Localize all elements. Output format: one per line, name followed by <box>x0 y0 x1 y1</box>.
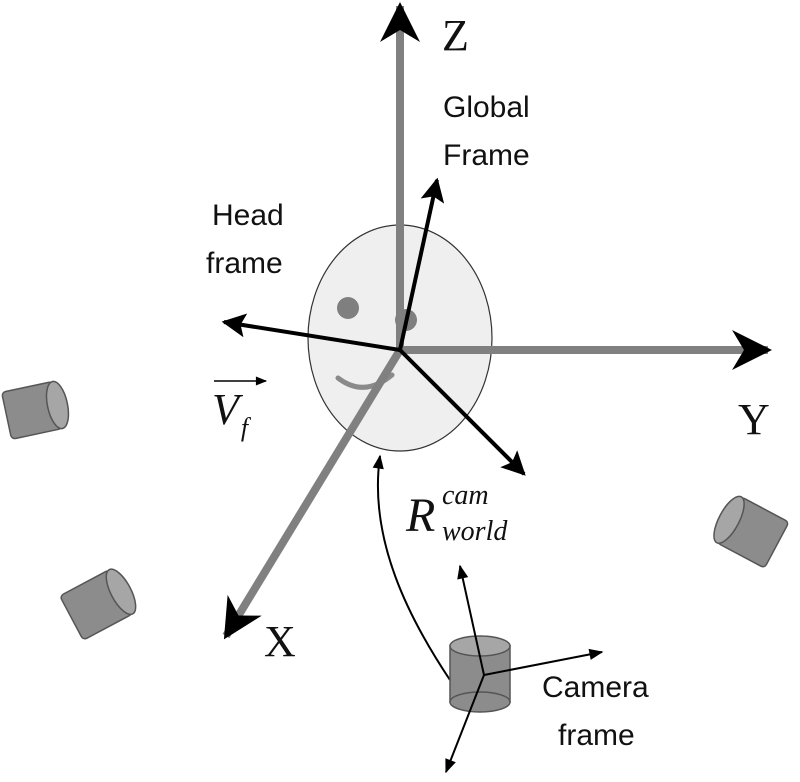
rotation-subscript: world <box>442 516 508 547</box>
y-axis-label: Y <box>738 395 770 444</box>
rotation-superscript: cam <box>442 480 489 511</box>
vf-base: V <box>212 385 239 434</box>
camera-axis-down <box>445 674 485 774</box>
camera-frame-label-line2: frame <box>558 719 635 752</box>
head-left-eye <box>337 297 359 319</box>
global-x-axis <box>222 347 404 640</box>
camera-axis-up <box>457 564 485 676</box>
global-frame-label-line1: Global <box>443 91 530 124</box>
rotation-arrow <box>372 454 451 681</box>
global-frame-label-line2: Frame <box>443 139 530 172</box>
camera-right <box>713 495 789 568</box>
camera-left-top <box>1 380 70 440</box>
head-axis-up <box>398 177 445 351</box>
head-axis-forward <box>221 313 401 352</box>
x-axis-label: X <box>264 617 296 666</box>
rotation-symbol: R cam world <box>406 482 526 552</box>
vf-symbol: Vf <box>212 385 248 443</box>
head-axis-side <box>398 348 526 476</box>
vf-subscript: f <box>240 413 249 442</box>
z-axis-label: Z <box>442 11 469 60</box>
head-frame-label-line1: Head <box>212 199 284 232</box>
head-frame-label-line2: frame <box>206 247 283 280</box>
camera-frame-label-line1: Camera <box>542 671 649 704</box>
camera-bottom <box>449 635 511 713</box>
rotation-base: R <box>406 489 436 542</box>
camera-axis-right <box>483 648 604 676</box>
camera-left-bottom <box>60 568 137 640</box>
